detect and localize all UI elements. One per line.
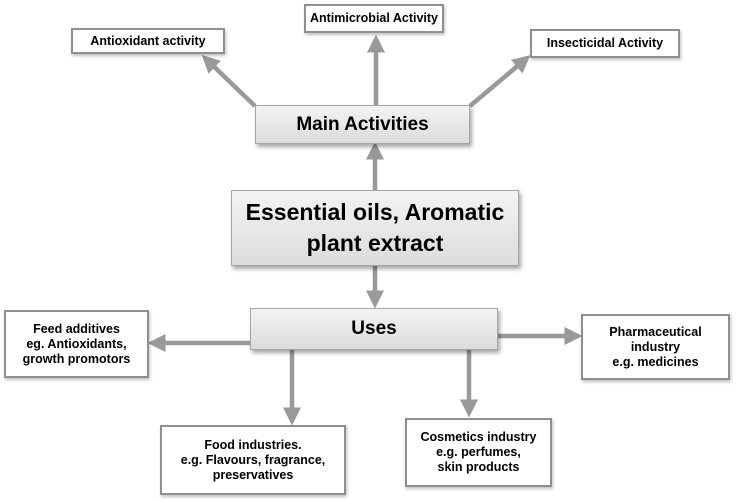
antimicrobial-activity-box: Antimicrobial Activity — [304, 4, 444, 33]
uses-box: Uses — [250, 308, 498, 350]
pharmaceutical-industry-box: Pharmaceutical industry e.g. medicines — [581, 314, 730, 380]
main-activities-box: Main Activities — [255, 105, 470, 144]
insecticidal-activity-box: Insecticidal Activity — [530, 29, 680, 58]
cosmetics-industry-box: Cosmetics industry e.g. perfumes, skin p… — [405, 418, 552, 487]
feed-additives-box: Feed additives eg. Antioxidants, growth … — [4, 310, 149, 378]
arrow-main-to-antioxidant — [201, 54, 257, 108]
essential-oils-box: Essential oils, Aromatic plant extract — [231, 190, 519, 266]
food-industries-box: Food industries. e.g. Flavours, fragranc… — [160, 425, 346, 495]
antioxidant-activity-box: Antioxidant activity — [71, 28, 225, 54]
arrow-main-to-insecticidal — [468, 55, 531, 108]
